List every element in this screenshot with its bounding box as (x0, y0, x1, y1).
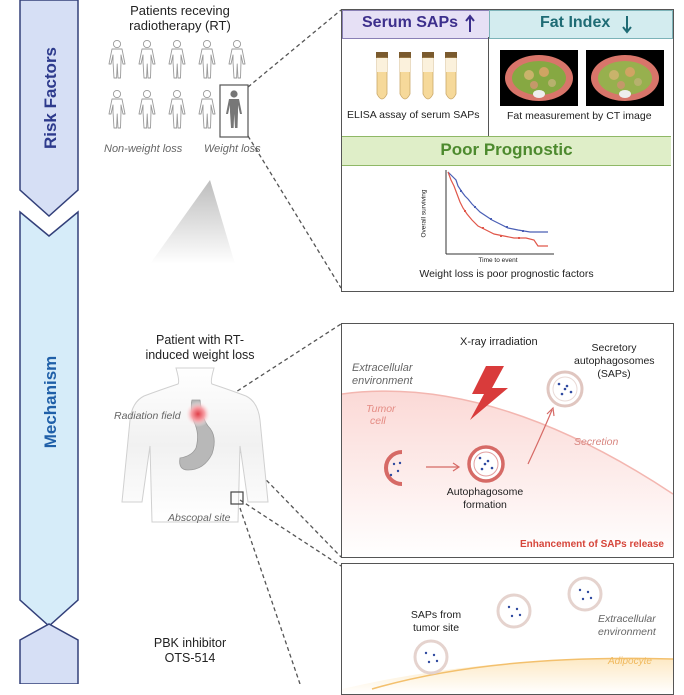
arrow-down-icon (622, 16, 632, 34)
extracellular-label-1: Extracellular (352, 362, 413, 374)
phagophore (384, 450, 403, 486)
patient-torso (121, 367, 269, 523)
lightning-icon (470, 366, 508, 420)
patient-title-2: induced weight loss (145, 348, 255, 362)
km-x-label: Time to event (478, 257, 518, 264)
serum-saps-header (342, 10, 490, 39)
arrow-up-icon (465, 14, 475, 32)
enhancement-label: Enhancement of SAPs release (520, 539, 664, 550)
poor-prognostic-title: Poor Prognostic (440, 140, 573, 159)
elisa-caption: ELISA assay of serum SAPs (347, 109, 480, 121)
mechanism-tab (19, 210, 79, 628)
risk-factors-label: Risk Factors (41, 46, 60, 150)
saps-label-2: autophagosomes (574, 355, 655, 367)
km-curve-blue (447, 171, 548, 233)
tumor-label-1: Tumor (366, 403, 396, 415)
fat-index-title: Fat Index (540, 14, 611, 31)
sap-vesicle-2 (496, 593, 532, 629)
tumor-label-2: cell (370, 415, 386, 427)
survival-curve (445, 170, 554, 255)
weight-loss-highlight (219, 84, 249, 138)
mechanism-panel (341, 323, 674, 558)
extracellular2-label-1: Extracellular (598, 613, 656, 625)
km-caption: Weight loss is poor prognostic factors (419, 268, 594, 280)
radiation-field-label: Radiation field (114, 410, 181, 422)
autophagosome-label-1: Autophagosome (446, 486, 524, 498)
sap-vesicle-1 (567, 576, 603, 612)
elisa-tubes (376, 52, 457, 100)
serum-saps-title: Serum SAPs (362, 14, 459, 31)
saps-from-label-2: tumor site (412, 622, 460, 634)
adipocyte-label: Adipocyte (608, 656, 652, 667)
ct-images (500, 50, 664, 106)
non-weight-loss-label: Non-weight loss (104, 143, 183, 155)
patient-figures (108, 39, 249, 138)
abscopal-site-label: Abscopal site (168, 512, 231, 524)
sap-vesicle-3 (413, 639, 449, 675)
autophagosome-label-2: formation (463, 499, 507, 511)
patients-title-1: Patients receving (130, 3, 230, 18)
saps-label-1: Secretory (591, 342, 637, 354)
extracellular-label-2: environment (352, 375, 413, 387)
zoom-cone (150, 180, 235, 264)
mechanism-label: Mechanism (41, 355, 60, 449)
saps-from-label-1: SAPs from (410, 609, 462, 621)
risk-factors-tab (19, 0, 79, 218)
xray-label: X-ray irradiation (460, 336, 538, 348)
ct-caption: Fat measurement by CT image (507, 110, 652, 122)
km-y-label: Overall surviving (420, 189, 428, 238)
saps-label-3: (SAPs) (597, 368, 631, 380)
fat-index-header (489, 10, 673, 39)
side-tabs (19, 0, 79, 684)
risk-divider (488, 37, 489, 136)
abscopal-site-box (230, 491, 244, 505)
weight-loss-label: Weight loss (204, 143, 261, 155)
treatment-title-1: PBK inhibitor (153, 636, 227, 650)
extracellular2-label-2: environment (598, 626, 656, 638)
tumor-cell-scene (342, 366, 673, 557)
poor-prognostic-header (342, 136, 671, 166)
km-curve-red (447, 171, 548, 247)
patient-title-1: Patient with RT- (155, 333, 244, 347)
radiation-field-glow (185, 401, 211, 427)
treatment-title-2: OTS-514 (164, 651, 216, 665)
patients-title-2: radiotherapy (RT) (129, 18, 231, 33)
treatment-tab (19, 623, 79, 684)
tumor-cell-body (342, 391, 673, 557)
secretion-label: Secretion (574, 436, 619, 448)
